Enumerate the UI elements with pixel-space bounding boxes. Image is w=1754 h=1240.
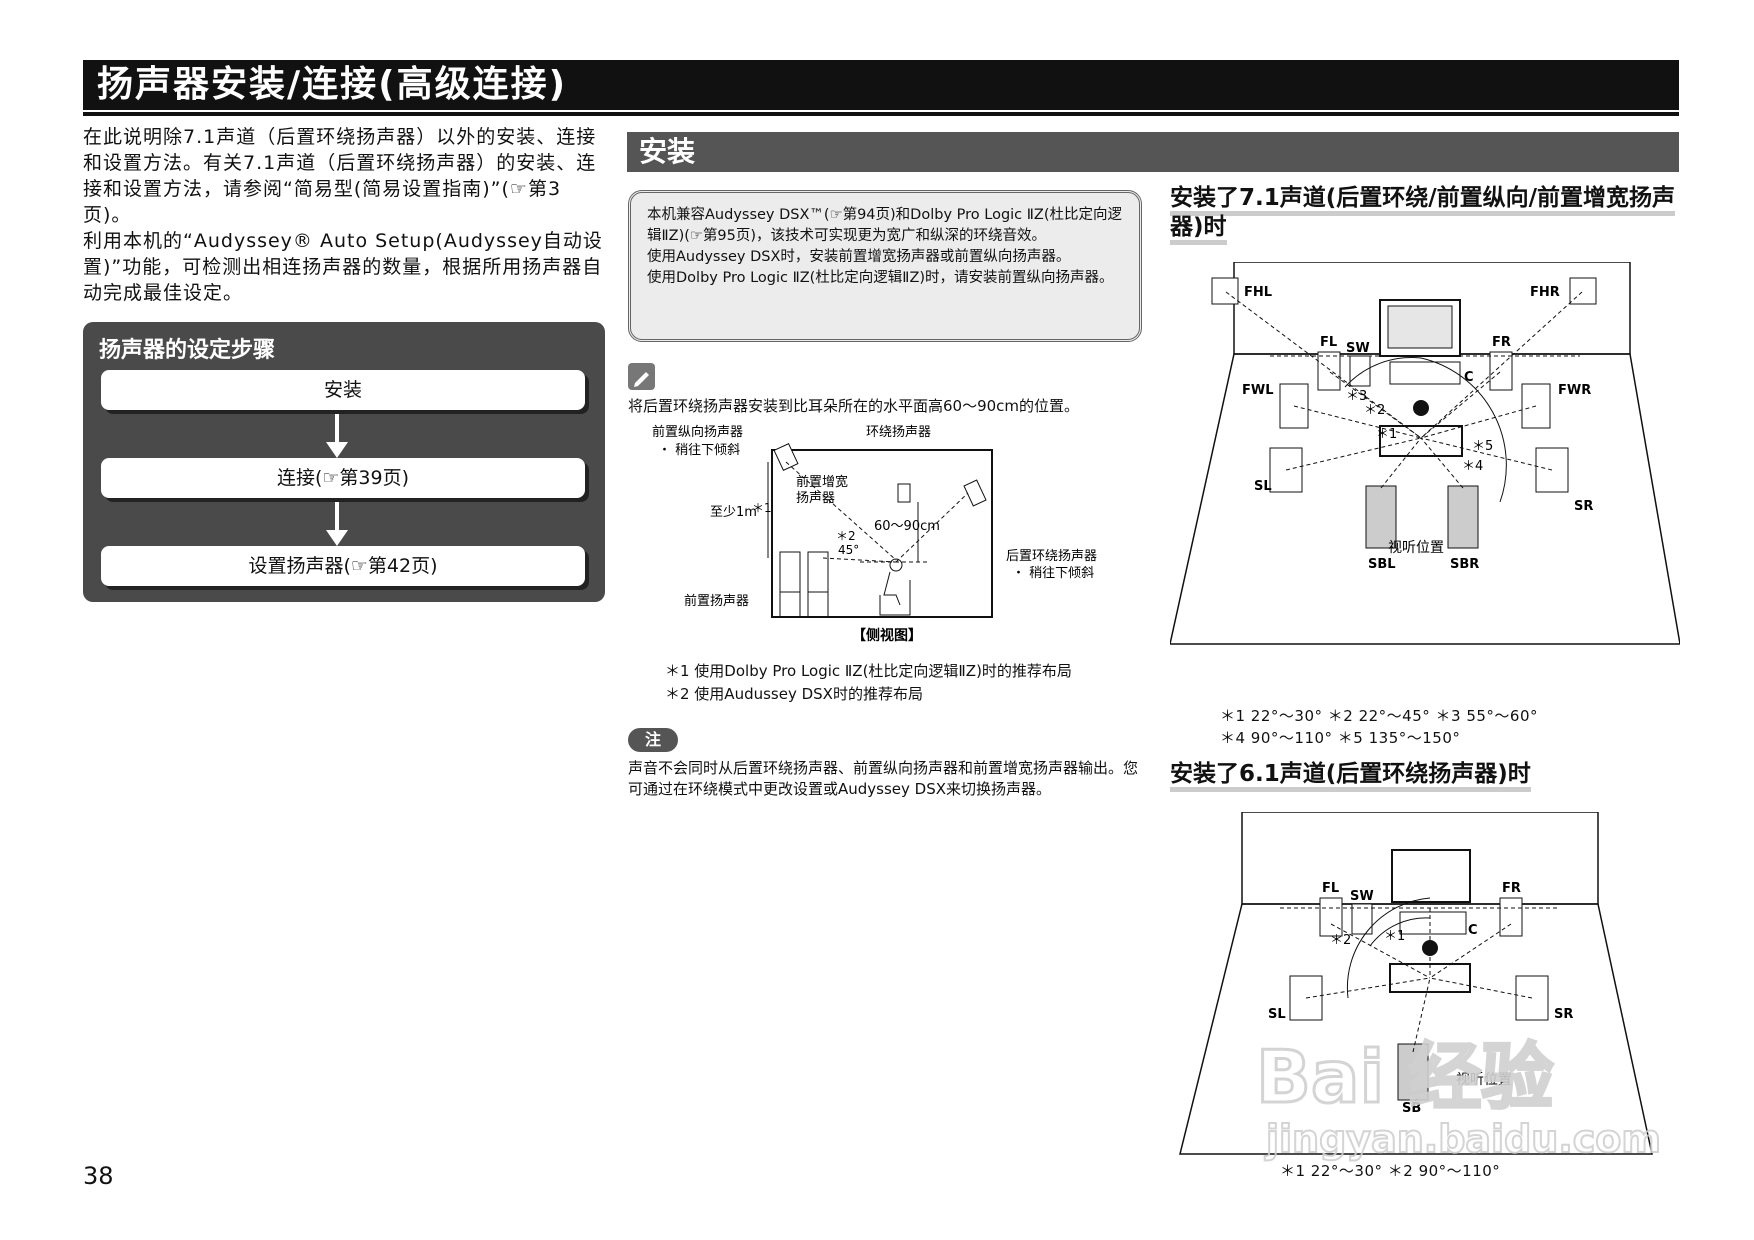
svg-text:SR: SR [1574, 499, 1593, 514]
listener-chair [880, 572, 910, 615]
svg-text:SBR: SBR [1450, 557, 1479, 572]
label-at-least: 至少1m [710, 505, 757, 520]
page-number: 38 [83, 1162, 114, 1190]
intro-text: 在此说明除7.1声道（后置环绕扬声器）以外的安装、连接和设置方法。有关7.1声道… [83, 124, 605, 306]
label-tilt: ・ 稍往下倾斜 [658, 443, 740, 458]
note-label: 注 [628, 728, 678, 752]
svg-text:FWL: FWL [1242, 383, 1274, 398]
install-heading: 安装 [627, 132, 1679, 172]
svg-text:SW: SW [1350, 889, 1374, 904]
svg-text:FWR: FWR [1558, 383, 1591, 398]
center-speaker-icon [1400, 912, 1466, 934]
svg-text:＊1: ＊1 [1376, 427, 1397, 442]
label-surround-back: 后置环绕扬声器 [1006, 549, 1097, 564]
surround-speaker-icon [898, 484, 910, 502]
pencil-icon [628, 363, 655, 390]
front-speaker-icon [780, 552, 800, 592]
fr-speaker-icon [1500, 898, 1522, 936]
svg-text:C: C [1468, 923, 1478, 938]
sbl-speaker-icon [1366, 486, 1396, 548]
svg-text:FHL: FHL [1244, 285, 1272, 300]
label-front-height: 前置纵向扬声器 [652, 424, 743, 440]
footnote-2: ＊2 使用Audussey DSX时的推荐布局 [665, 683, 1145, 704]
step-arrow-icon [335, 414, 339, 444]
layout71-diagram: FHL FHR FL SW FR C FWL FWR SL SR SBL SBR… [1170, 262, 1680, 702]
layout71-legend-1: ＊1 22°～30° ＊2 22°～45° ＊3 55°～60° [1220, 705, 1680, 726]
setup-steps-box: 扬声器的设定步骤 安装 连接(☞第39页) 设置扬声器(☞第42页) [83, 322, 605, 602]
sw-icon [1350, 356, 1370, 386]
watermark-logo: Bai 经验 [1256, 1035, 1553, 1119]
layout61-heading: 安装了6.1声道(后置环绕扬声器)时 [1170, 760, 1680, 789]
install-section-bar: 安装 [627, 132, 1679, 172]
svg-text:＊5: ＊5 [1472, 439, 1493, 454]
svg-text:SR: SR [1554, 1007, 1573, 1022]
page-title: 扬声器安装/连接(高级连接) [83, 60, 1679, 110]
step-arrow-icon [335, 502, 339, 532]
svg-text:FHR: FHR [1530, 285, 1560, 300]
svg-text:＊3: ＊3 [1346, 389, 1367, 404]
fr-speaker-icon [1490, 352, 1512, 390]
note-text: 声音不会同时从后置环绕扬声器、前置纵向扬声器和前置增宽扬声器输出。您可通过在环绕… [628, 758, 1144, 800]
layout61-diagram: FL SW FR C SL SR SB ＊1 ＊2 视听位置 Bai 经验 ji… [1170, 812, 1670, 1167]
label-height-range: 60～90cm [874, 519, 940, 534]
step-connect[interactable]: 连接(☞第39页) [101, 458, 585, 498]
step-setup-speakers[interactable]: 设置扬声器(☞第42页) [101, 546, 585, 586]
fl-speaker-icon [1320, 898, 1342, 936]
compatibility-box: 本机兼容Audyssey DSX™(☞第94页)和Dolby Pro Logic… [628, 190, 1142, 342]
fhr-speaker-icon [1570, 278, 1596, 304]
svg-text:＊1: ＊1 [1384, 929, 1405, 944]
svg-text:SL: SL [1254, 479, 1272, 494]
svg-text:C: C [1464, 370, 1474, 385]
layout71-heading-text: 安装了7.1声道(后置环绕/前置纵向/前置增宽扬声器)时 [1170, 185, 1675, 245]
watermark-url: jingyan.baidu.com [1264, 1117, 1661, 1161]
svg-text:FR: FR [1492, 335, 1511, 350]
intro-paragraph-2: 利用本机的“Audyssey® Auto Setup(Audyssey自动设置)… [83, 228, 605, 306]
compat-text-3: 使用Dolby Pro Logic ⅡZ(杜比定向逻辑ⅡZ)时，请安装前置纵向扬… [647, 268, 1123, 289]
label-star2: ＊2 [836, 529, 856, 543]
fhl-speaker-icon [1212, 278, 1238, 304]
label-front-wide-2: 扬声器 [796, 491, 835, 506]
memo-text: 将后置环绕扬声器安装到比耳朵所在的水平面高60～90cm的位置。 [628, 395, 1148, 416]
svg-text:＊2: ＊2 [1330, 933, 1351, 948]
side-view-caption: 【侧视图】 [852, 627, 922, 644]
intro-paragraph-1: 在此说明除7.1声道（后置环绕扬声器）以外的安装、连接和设置方法。有关7.1声道… [83, 124, 605, 228]
title-rule [83, 112, 1679, 116]
svg-text:SW: SW [1346, 341, 1370, 356]
listening-position-label: 视听位置 [1388, 540, 1444, 556]
svg-text:＊4: ＊4 [1462, 459, 1483, 474]
side-view-diagram: 前置纵向扬声器 ・ 稍往下倾斜 环绕扬声器 前置增宽 扬声器 至少1m ＊1 ＊… [628, 420, 1148, 650]
label-surround: 环绕扬声器 [866, 425, 931, 440]
layout71-legend-2: ＊4 90°～110° ＊5 135°～150° [1220, 727, 1680, 748]
center-speaker-icon [1390, 362, 1460, 384]
footnote-1: ＊1 使用Dolby Pro Logic ⅡZ(杜比定向逻辑ⅡZ)时的推荐布局 [665, 660, 1145, 681]
label-front-wide-1: 前置增宽 [796, 474, 848, 490]
fl-speaker-icon [1318, 352, 1340, 390]
step-install: 安装 [101, 370, 585, 410]
page-title-bar: 扬声器安装/连接(高级连接) [83, 60, 1679, 110]
svg-text:FL: FL [1320, 335, 1337, 350]
front-height-speaker-icon [774, 444, 798, 471]
svg-text:FR: FR [1502, 881, 1521, 896]
layout61-heading-text: 安装了6.1声道(后置环绕扬声器)时 [1170, 761, 1531, 792]
label-front: 前置扬声器 [684, 593, 749, 609]
label-tilt-2: ・ 稍往下倾斜 [1012, 566, 1094, 581]
compat-text-1: 本机兼容Audyssey DSX™(☞第94页)和Dolby Pro Logic… [647, 205, 1123, 247]
svg-text:SBL: SBL [1368, 557, 1396, 572]
listener-icon [1413, 400, 1429, 416]
compat-text-2: 使用Audyssey DSX时，安装前置增宽扬声器或前置纵向扬声器。 [647, 247, 1123, 268]
label-45deg: 45° [838, 543, 859, 557]
label-star1: ＊1 [752, 501, 772, 515]
layout71-heading: 安装了7.1声道(后置环绕/前置纵向/前置增宽扬声器)时 [1170, 184, 1680, 242]
listener-head [890, 559, 902, 571]
svg-text:FL: FL [1322, 881, 1339, 896]
sbr-speaker-icon [1448, 486, 1478, 548]
svg-text:SL: SL [1268, 1007, 1286, 1022]
tv-icon [1392, 850, 1470, 902]
layout61-legend: ＊1 22°～30° ＊2 90°～110° [1280, 1160, 1580, 1181]
svg-text:＊2: ＊2 [1364, 403, 1385, 418]
steps-heading: 扬声器的设定步骤 [99, 332, 275, 364]
